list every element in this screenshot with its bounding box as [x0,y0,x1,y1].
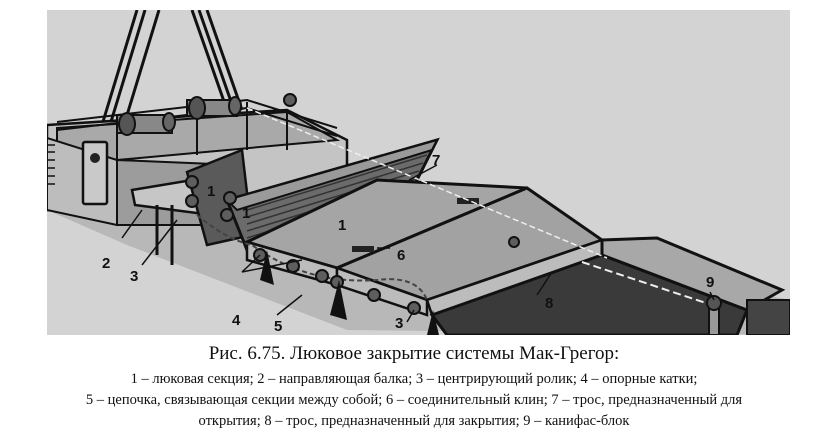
figure-caption-line-1: 1 – люковая секция; 2 – направляющая бал… [130,371,698,387]
closing-cable [581,261,713,306]
label-2: 2 [102,255,111,272]
crane-legs [100,10,244,126]
label-6: 6 [397,247,406,264]
door [81,140,109,206]
label-1-section: 1 [338,217,347,234]
label-5: 5 [274,318,283,335]
winches [116,96,242,136]
cargo-hold [429,236,790,335]
diagram-drawing [47,10,790,335]
label-1-folded: 1 [207,183,216,200]
figure-caption-line-3: открытия; 8 – трос, предназначенный для … [198,413,630,429]
label-3-left: 3 [130,268,139,285]
snatch-block [706,295,722,335]
opening-cable [246,107,608,259]
label-1-folded-b: 1 [242,205,251,222]
connecting-wedge [352,246,374,252]
chain [196,214,428,301]
label-3-right: 3 [395,315,404,332]
label-7: 7 [432,152,441,169]
figure-caption-title: Рис. 6.75. Люковое закрытие системы Мак-… [208,343,620,364]
label-9: 9 [706,274,715,291]
label-4: 4 [232,312,241,329]
hatch-cover-diagram: 1 1 1 2 3 3 4 5 6 7 8 9 [47,10,790,335]
leader-lines [121,164,715,323]
label-8: 8 [545,295,554,312]
figure-caption-line-2: 5 – цепочка, связывающая секции между со… [85,392,743,408]
